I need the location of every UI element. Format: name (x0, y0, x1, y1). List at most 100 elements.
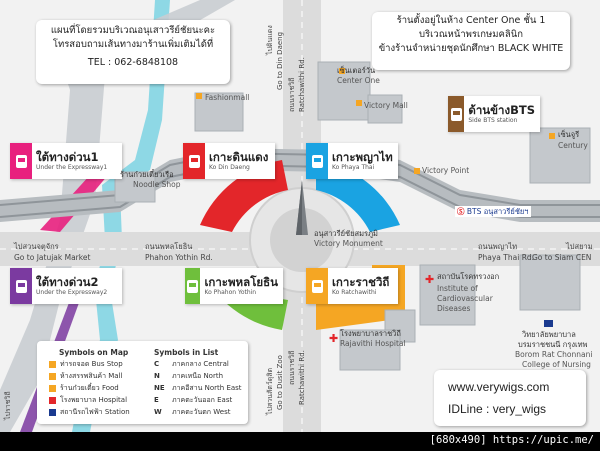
label-nursing-th-1: วิทยาลัยพยาบาล (522, 330, 576, 339)
contact-line-2: โทรสอบถามเส้นทางมาร้านเพิ่มเติมได้ที่ (52, 39, 214, 50)
bus-icon (10, 268, 32, 304)
shop-location-callout: ร้านตั้งอยู่ในห้าง Center One ชั้น 1 บริ… (372, 12, 570, 70)
legend-map-title: Symbols on Map (59, 348, 129, 357)
stop-name-en: Ko Phaya Thai (332, 164, 375, 171)
road-phayathai-en: Phaya Thai Rd. (478, 253, 535, 262)
stop-name-en: Side BTS station (468, 117, 518, 124)
contact-phone: TEL : 062-6848108 (87, 57, 179, 68)
legend-list-label: ภาคเหนือ North (172, 372, 224, 380)
road-phayathai-th: ถนนพญาไท (478, 242, 518, 251)
stop-bts-side[interactable]: ด้านข้างBTS Side BTS station (448, 96, 540, 132)
stop-name-th: ใต้ทางด่วน1 (36, 150, 99, 164)
label-century-th: เซ็นจูรี (558, 130, 580, 139)
legend-map-item: สถานีรถไฟฟ้า Station (49, 408, 130, 417)
legend-code: E (154, 396, 159, 404)
stop-under-expressway2[interactable]: ใต้ทางด่วน2 Under the Expressway2 (10, 268, 122, 304)
label-noodle-th: ร้านก๋วยเตี๋ยวเรือ (120, 170, 174, 179)
label-monument-en: Victory Monument (314, 239, 383, 248)
mall-icon (49, 373, 56, 380)
label-monument-th: อนุสาวรีย์ชัยสมรภูมิ (314, 229, 378, 238)
legend-list-item: W ภาคตะวันตก West (154, 408, 230, 417)
road-ratchawithi-en-south: Ratchawithi Rd. (298, 350, 306, 405)
label-institute-en-2: Cardiovascular (437, 294, 493, 303)
stop-name-en: Under the Expressway1 (36, 164, 108, 171)
bus-icon (306, 143, 328, 179)
label-institute-en-1: Institute of (437, 284, 478, 293)
stop-phahon-yothin[interactable]: เกาะพหลโยธิน Ko Phahon Yothin (185, 268, 283, 304)
label-center-one-en: Center One (337, 76, 380, 85)
hospital-icon: ✚ (425, 273, 435, 286)
legend-map-label: โรงพยาบาล Hospital (60, 396, 128, 404)
stop-name-th: เกาะราชวิถี (332, 275, 390, 289)
shop-location-line-1: ร้านตั้งอยู่ในห้าง Center One ชั้น 1 (396, 15, 546, 26)
contact-line-1: แผนที่โดยรวมบริเวณอนุเสาวรีย์ชัยนะคะ (50, 25, 216, 36)
road-to-siam-th: ไปสยาม (566, 242, 593, 251)
road-to-dindaeng-en: Go to Din Daeng (276, 31, 284, 90)
legend-list-label: ภาคตะวันตก West (172, 408, 231, 416)
stop-ratchawithi[interactable]: เกาะราชวิถี Ko Ratchawithi (306, 268, 398, 304)
label-nursing-en-1: Borom Rat Chonnani (515, 350, 593, 359)
legend-list-label: ภาคอีสาน North East (172, 384, 242, 392)
stop-name-th: เกาะพหลโยธิน (204, 275, 278, 289)
hospital-icon (49, 397, 56, 404)
label-nursing-en-2: College of Nursing (522, 360, 591, 369)
label-nursing-th-2: บรมราชชนนี กรุงเทพ (518, 340, 588, 349)
shop-location-line-2: บริเวณหน้าพรเกษมคลินิก (419, 29, 523, 40)
bus-icon (183, 143, 205, 179)
stop-name-th: เกาะดินแดง (209, 150, 269, 164)
label-rajavithi-th: โรงพยาบาลราชวิถี (340, 329, 401, 338)
legend-code: C (154, 360, 160, 368)
road-to-zoo-en: Go to Dusit Zoo (276, 355, 284, 410)
stop-din-daeng[interactable]: เกาะดินแดง Ko Din Daeng (183, 143, 275, 179)
road-to-siam-en: Go to Siam CEN (532, 253, 592, 262)
station-icon (49, 409, 56, 416)
legend-list-item: N ภาคเหนือ North (154, 372, 223, 381)
footer-text: [680x490] https://upic.me/ (429, 434, 594, 446)
website-box: www.verywigs.com IDLine : very_wigs (434, 370, 586, 426)
contact-callout: แผนที่โดยรวมบริเวณอนุเสาวรีย์ชัยนะคะ โทร… (36, 20, 230, 84)
bus-icon (306, 268, 328, 304)
bus-stop-icon (49, 361, 56, 368)
website-url[interactable]: www.verywigs.com (448, 380, 550, 394)
legend-list-item: C ภาคกลาง Central (154, 360, 229, 369)
stop-name-en: Ko Din Daeng (209, 164, 250, 171)
legend-map-label: ห้างสรรพสินค้า Mall (60, 372, 123, 380)
legend-list-label: ภาคกลาง Central (172, 360, 229, 368)
stop-name-th: เกาะพญาไท (332, 150, 393, 164)
stop-name-th: ด้านข้างBTS (468, 103, 535, 117)
legend-map-label: ท่ารถจอด Bus Stop (60, 360, 123, 368)
website-line-id: IDLine : very_wigs (448, 402, 547, 416)
bus-icon (448, 96, 465, 132)
label-victory-mall: Victory Mall (364, 101, 408, 110)
legend-list-label: ภาคตะวันออก East (172, 396, 233, 404)
road-phahon-th: ถนนพหลโยธิน (145, 242, 193, 251)
bts-station-name: BTS อนุสาวรีย์ชัยฯ (466, 207, 529, 216)
legend-map-label: ร้านก๋วยเตี๋ยว Food (60, 384, 119, 392)
stop-under-expressway1[interactable]: ใต้ทางด่วน1 Under the Expressway1 (10, 143, 122, 179)
label-century-en: Century (558, 141, 588, 150)
road-phahon-en: Phahon Yothin Rd. (145, 253, 213, 262)
stop-name-th: ใต้ทางด่วน2 (36, 275, 99, 289)
road-to-ratchawithi: ไปราชวิถี (4, 391, 12, 420)
road-to-jatujak-en: Go to Jatujak Market (14, 253, 91, 262)
legend-code: NE (154, 384, 165, 392)
label-bts-station: Ⓢ BTS อนุสาวรีย์ชัยฯ (455, 206, 531, 217)
legend-code: W (154, 408, 162, 416)
road-ratchawithi-th-south: ถนนราชวิถี (288, 350, 296, 385)
road-to-jatujak-th: ไปสวนจตุจักร (14, 242, 59, 251)
legend-code: N (154, 372, 160, 380)
legend-map-label: สถานีรถไฟฟ้า Station (60, 408, 130, 416)
stop-phaya-thai[interactable]: เกาะพญาไท Ko Phaya Thai (306, 143, 398, 179)
legend-map-item: ห้างสรรพสินค้า Mall (49, 372, 122, 381)
road-ratchawithi-th-north: ถนนราชวิถี (288, 77, 296, 112)
bts-station-icon: Ⓢ (457, 207, 465, 216)
legend-list-title: Symbols in List (154, 348, 219, 357)
footer-bar: [680x490] https://upic.me/ (0, 432, 600, 451)
legend-list-item: NE ภาคอีสาน North East (154, 384, 242, 393)
legend-map-item: โรงพยาบาล Hospital (49, 396, 127, 405)
label-fashionmall: Fashionmall (205, 93, 250, 102)
legend-map-item: ท่ารถจอด Bus Stop (49, 360, 123, 369)
shop-location-line-3: ข้างร้านจำหน่ายชุดนักศึกษา BLACK WHITE (378, 43, 564, 54)
label-victory-point: Victory Point (422, 166, 470, 175)
